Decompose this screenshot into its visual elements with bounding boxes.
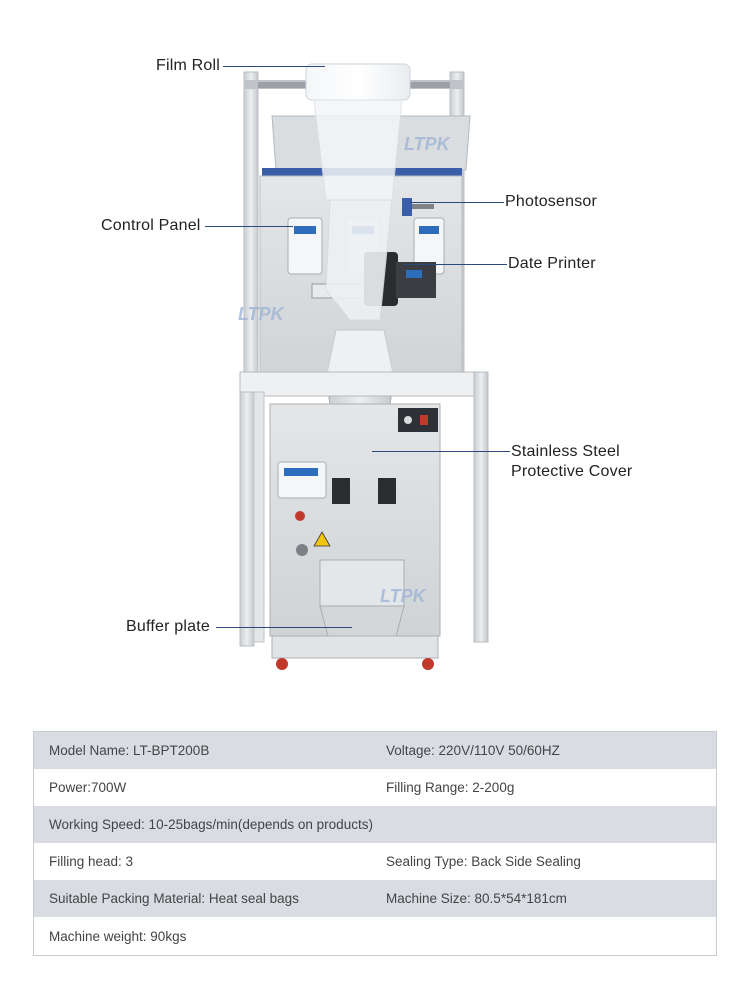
callout-stainless-cover-line2: Protective Cover bbox=[511, 463, 633, 480]
watermark-mid: LTPK bbox=[238, 304, 286, 324]
buffer-plate bbox=[319, 559, 405, 645]
spec-working-speed: Working Speed: 10-25bags/min(depends on … bbox=[49, 817, 373, 832]
spec-model: Model Name: LT-BPT200B bbox=[49, 743, 210, 758]
leader-date-printer bbox=[403, 264, 507, 265]
spec-machine-size: Machine Size: 80.5*54*181cm bbox=[386, 891, 567, 906]
spec-row: Model Name: LT-BPT200B Voltage: 220V/110… bbox=[34, 732, 716, 769]
base bbox=[271, 635, 439, 670]
leader-stainless-cover bbox=[372, 451, 510, 452]
spec-power: Power:700W bbox=[49, 780, 127, 795]
film-roll bbox=[258, 63, 450, 321]
callout-buffer-plate: Buffer plate bbox=[126, 618, 210, 635]
spec-row: Filling head: 3 Sealing Type: Back Side … bbox=[34, 843, 716, 880]
machine-illustration: LTPK LTPK LTPK bbox=[238, 63, 489, 670]
leader-photosensor bbox=[410, 202, 504, 203]
callout-photosensor: Photosensor bbox=[505, 193, 598, 210]
wheel-right bbox=[422, 658, 434, 670]
callout-stainless-cover: Stainless Steel Protective Cover bbox=[511, 442, 661, 482]
spec-row: Power:700W Filling Range: 2-200g bbox=[34, 769, 716, 806]
leader-control-panel bbox=[205, 226, 293, 227]
spec-filling-range: Filling Range: 2-200g bbox=[386, 780, 515, 795]
spec-table: Model Name: LT-BPT200B Voltage: 220V/110… bbox=[33, 731, 717, 956]
outer-frame bbox=[239, 371, 489, 647]
leader-film-roll bbox=[223, 66, 325, 67]
watermark-low: LTPK bbox=[380, 586, 428, 606]
watermark-top: LTPK bbox=[404, 134, 452, 154]
spec-machine-weight: Machine weight: 90kgs bbox=[49, 928, 187, 944]
spec-filling-head: Filling head: 3 bbox=[49, 854, 134, 869]
photosensor bbox=[402, 198, 434, 216]
spec-sealing-type: Sealing Type: Back Side Sealing bbox=[386, 854, 581, 869]
spec-row: Machine weight: 90kgs bbox=[34, 917, 716, 955]
callout-control-panel: Control Panel bbox=[101, 217, 201, 234]
spec-packing-material: Suitable Packing Material: Heat seal bag… bbox=[49, 891, 299, 906]
wheel-left bbox=[276, 658, 288, 670]
spec-row: Suitable Packing Material: Heat seal bag… bbox=[34, 880, 716, 917]
machine-figure: LTPK LTPK LTPK Film Roll Control Panel P… bbox=[101, 57, 661, 670]
spec-voltage: Voltage: 220V/110V 50/60HZ bbox=[386, 743, 560, 758]
callout-stainless-cover-line1: Stainless Steel bbox=[511, 443, 620, 460]
leader-buffer-plate bbox=[216, 627, 352, 628]
callout-date-printer: Date Printer bbox=[508, 255, 596, 272]
callout-film-roll: Film Roll bbox=[156, 57, 221, 74]
spec-row: Working Speed: 10-25bags/min(depends on … bbox=[34, 806, 716, 843]
